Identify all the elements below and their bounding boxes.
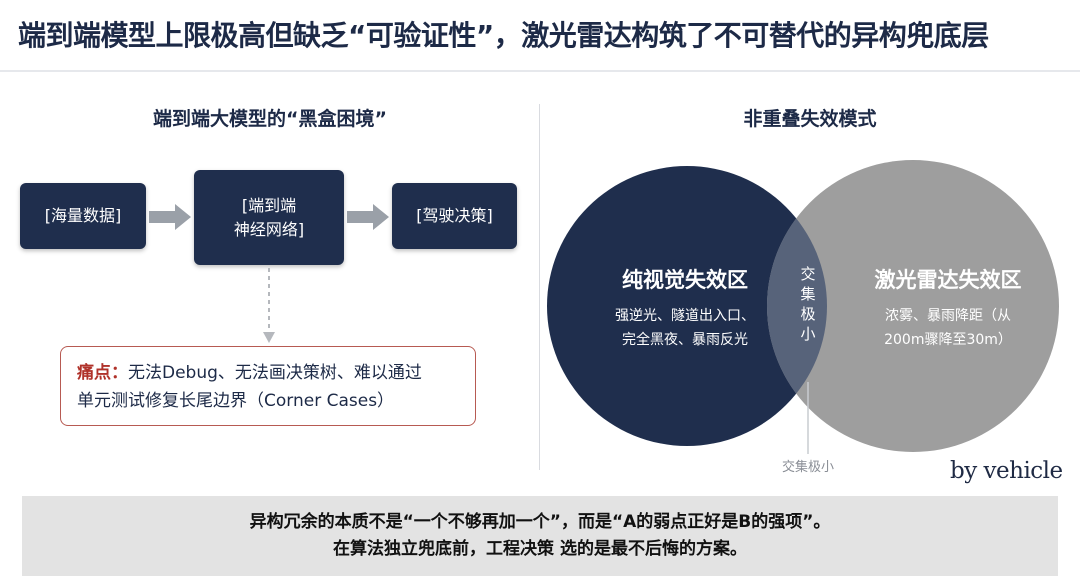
vision-failure-title: 纯视觉失效区 (622, 268, 748, 292)
intersection-vertical-label: 交 集 极 小 (798, 264, 818, 344)
flow-box-network-line2: 神经网络] (233, 219, 305, 239)
pain-point-line2: 单元测试修复长尾边界（Corner Cases） (77, 391, 395, 411)
intersection-caption: 交集极小 (781, 460, 834, 475)
left-section-title: 端到端大模型的“黑盒困境” (153, 108, 387, 130)
flow-box-data-label: [海量数据] (44, 206, 122, 225)
vision-failure-line2: 完全黑夜、暴雨反光 (622, 332, 748, 348)
summary-line1: 异构冗余的本质不是“一个不够再加一个”，而是“A的弱点正好是B的强项”。 (249, 512, 831, 532)
lidar-failure-line2: 200m骤降至30m） (884, 332, 1012, 348)
pain-point-label: 痛点： (77, 363, 128, 383)
vision-failure-label: 纯视觉失效区 强逆光、隧道出入口、 完全黑夜、暴雨反光 (575, 264, 795, 352)
intersection-char: 小 (800, 325, 816, 343)
pain-point-text1: 无法Debug、无法画决策树、难以通过 (128, 363, 422, 383)
vision-failure-circle (547, 166, 827, 446)
intersection-char: 极 (800, 305, 816, 323)
title-divider (0, 70, 1080, 72)
summary-banner: 异构冗余的本质不是“一个不够再加一个”，而是“A的弱点正好是B的强项”。 在算法… (22, 496, 1058, 576)
pain-point-line1: 痛点：无法Debug、无法画决策树、难以通过 (77, 359, 461, 387)
flow-box-decision-label: [驾驶决策] (416, 206, 493, 225)
intersection-char: 集 (800, 285, 816, 303)
page-title: 端到端模型上限极高但缺乏“可验证性”，激光雷达构筑了不可替代的异构兜底层 (18, 19, 989, 52)
flow-box-network-line1: [端到端 (241, 195, 297, 215)
section-divider (539, 104, 540, 470)
pain-point-box: 痛点：无法Debug、无法画决策树、难以通过 单元测试修复长尾边界（Corner… (60, 346, 476, 426)
summary-line2: 在算法独立兜底前，工程决策 选的是最不后悔的方案。 (333, 539, 747, 559)
dashed-arrow-down-icon (263, 268, 275, 343)
arrow-right-icon (149, 204, 191, 230)
lidar-failure-label: 激光雷达失效区 浓雾、暴雨降距（从 200m骤降至30m） (838, 264, 1058, 352)
flow-box-decision: [驾驶决策] (392, 183, 517, 249)
arrow-right-icon (347, 204, 389, 230)
lidar-failure-circle (767, 160, 1059, 452)
lidar-failure-line1: 浓雾、暴雨降距（从 (885, 308, 1011, 324)
flow-box-data: [海量数据] (20, 183, 146, 249)
venn-diagram (547, 160, 1059, 454)
lidar-failure-title: 激光雷达失效区 (874, 268, 1022, 292)
flow-box-network: [端到端 神经网络] (194, 170, 344, 265)
right-section-title: 非重叠失效模式 (743, 108, 877, 130)
intersection-char: 交 (800, 265, 816, 283)
vision-failure-line1: 强逆光、隧道出入口、 (615, 308, 755, 324)
brand-logo: by vehicle (950, 458, 1063, 484)
